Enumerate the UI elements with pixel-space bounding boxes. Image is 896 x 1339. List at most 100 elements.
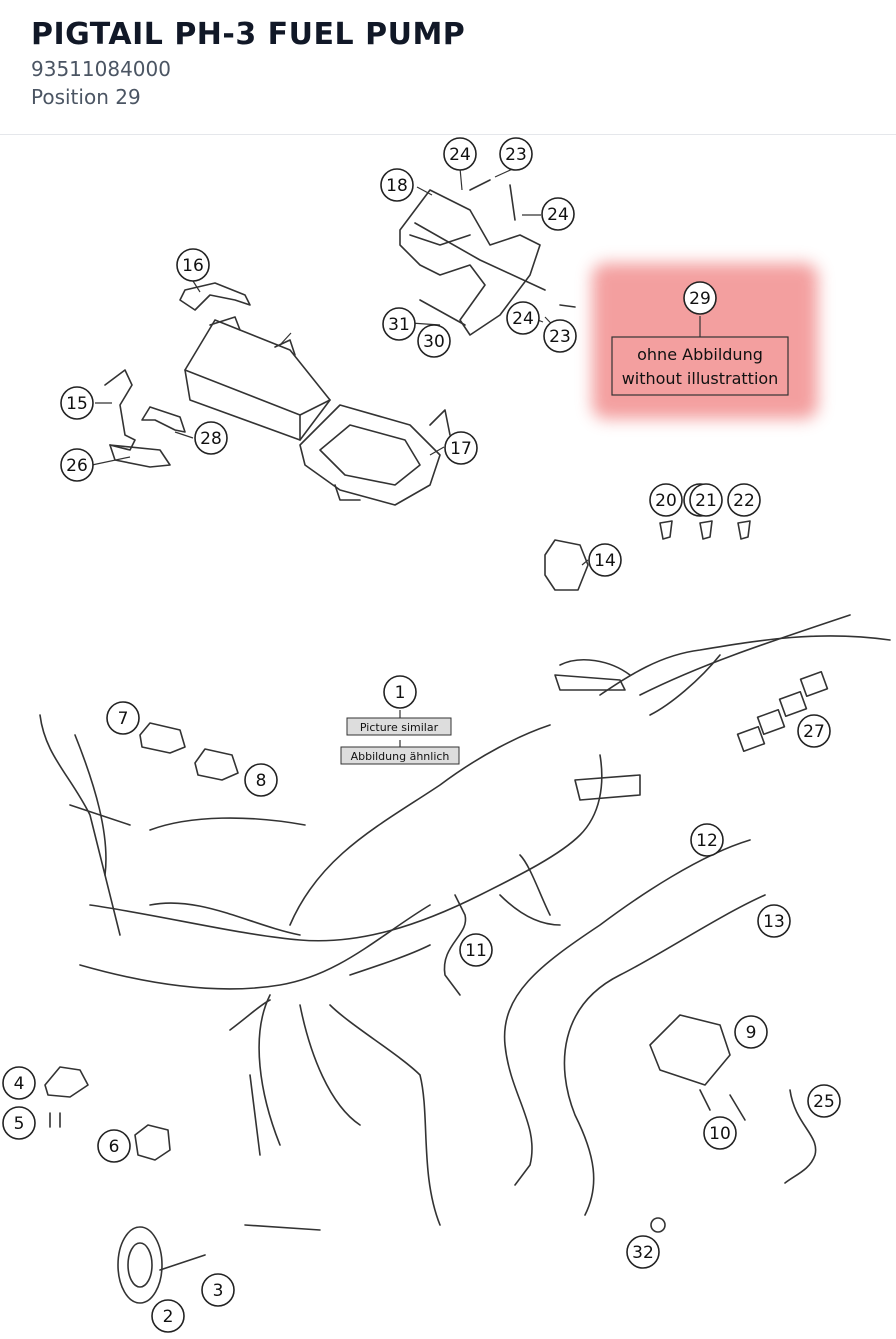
callout-6-label: 6 xyxy=(109,1137,120,1157)
part-26-plate xyxy=(109,444,171,468)
callout-21-circle[interactable] xyxy=(689,483,723,517)
part-5-screws xyxy=(49,1112,61,1128)
callout-23-circle[interactable] xyxy=(543,319,577,353)
position-label: Position 29 xyxy=(31,85,141,109)
part-number: 93511084000 xyxy=(31,57,171,81)
callout-25-circle[interactable] xyxy=(807,1084,841,1118)
callout-29-label: 29 xyxy=(689,289,711,309)
callout-27-label: 27 xyxy=(803,722,825,742)
note-1-line2: Abbildung ähnlich xyxy=(351,750,450,763)
callout-8-circle[interactable] xyxy=(244,763,278,797)
callout-7-circle[interactable] xyxy=(106,701,140,735)
part-4-bracket xyxy=(44,1066,89,1098)
part-19-battery xyxy=(184,316,331,441)
callout-10-label: 10 xyxy=(709,1124,731,1144)
callout-10-circle[interactable] xyxy=(703,1116,737,1150)
callout-26-label: 26 xyxy=(66,456,88,476)
part-2-horn xyxy=(117,1226,163,1304)
callout-24-circle[interactable] xyxy=(506,301,540,335)
part-9-regulator xyxy=(649,1014,731,1086)
note-29-line2: without illustrattion xyxy=(622,369,779,388)
callout-24-label: 24 xyxy=(547,205,569,225)
part-11-lead xyxy=(443,894,467,996)
callout-14-label: 14 xyxy=(594,551,616,571)
callout-17-label: 17 xyxy=(450,439,472,459)
callout-8-label: 8 xyxy=(256,771,267,791)
part-17-battery-tray xyxy=(299,404,451,506)
callout-9-label: 9 xyxy=(746,1023,757,1043)
callout-28-circle[interactable] xyxy=(194,421,228,455)
callout-15-circle[interactable] xyxy=(60,386,94,420)
highlight-position-29[interactable] xyxy=(592,263,818,419)
callout-20-label: 20 xyxy=(655,491,677,511)
callout-2-label: 2 xyxy=(163,1307,174,1327)
callout-32-circle[interactable] xyxy=(626,1235,660,1269)
callout-24-circle[interactable] xyxy=(443,137,477,171)
callout-24-circle[interactable] xyxy=(541,197,575,231)
part-6-relay xyxy=(134,1124,171,1161)
callout-16-label: 16 xyxy=(182,256,204,276)
part-28-handle xyxy=(141,406,186,433)
exploded-parts-diagram: Picture similar Abbildung ähnlich ohne A… xyxy=(0,135,896,1335)
part-13-cable xyxy=(563,894,766,1216)
note-picture-similar: Picture similar Abbildung ähnlich xyxy=(340,717,460,765)
callout-30-circle[interactable] xyxy=(417,324,451,358)
callout-1-circle[interactable] xyxy=(383,675,417,709)
callout-4-circle[interactable] xyxy=(2,1066,36,1100)
note-without-illustration: ohne Abbildung without illustrattion xyxy=(611,336,789,396)
part-18-bracket xyxy=(399,179,576,336)
part-7-connector xyxy=(139,722,186,754)
callout-5-label: 5 xyxy=(14,1114,25,1134)
callout-9-circle[interactable] xyxy=(734,1015,768,1049)
part-32-nut xyxy=(650,1217,666,1233)
part-22-fuse xyxy=(737,520,751,540)
part-20-fuse xyxy=(659,520,673,540)
part-14-relay xyxy=(544,539,589,591)
callout-24-label: 24 xyxy=(449,145,471,165)
note-29-line1: ohne Abbildung xyxy=(637,345,763,364)
wiring-harness-diagram: Picture similar Abbildung ähnlich ohne A… xyxy=(2,137,891,1333)
callout-13-label: 13 xyxy=(763,912,785,932)
callout-4-label: 4 xyxy=(14,1074,25,1094)
part-1-main-harness xyxy=(39,614,891,1231)
callout-15-label: 15 xyxy=(66,394,88,414)
callout-21-label: 21 xyxy=(695,491,717,511)
callout-labels: 1234567891011121314151617181920212223232… xyxy=(2,137,841,1333)
part-10-screws xyxy=(699,1089,746,1121)
callout-31-label: 31 xyxy=(388,315,410,335)
callout-20-circle[interactable] xyxy=(649,483,683,517)
callout-18-label: 18 xyxy=(386,176,408,196)
page-title: PIGTAIL PH-3 FUEL PUMP xyxy=(31,17,466,52)
callout-28-label: 28 xyxy=(200,429,222,449)
callout-12-circle[interactable] xyxy=(690,823,724,857)
callout-6-circle[interactable] xyxy=(97,1129,131,1163)
callout-27-circle[interactable] xyxy=(797,714,831,748)
part-27-connectors xyxy=(736,670,829,753)
callout-14-circle[interactable] xyxy=(588,543,622,577)
callout-3-circle[interactable] xyxy=(201,1273,235,1307)
callout-2-circle[interactable] xyxy=(151,1299,185,1333)
callout-5-circle[interactable] xyxy=(2,1106,36,1140)
callout-16-circle[interactable] xyxy=(176,248,210,282)
callout-29-circle[interactable] xyxy=(683,281,717,315)
callout-13-circle[interactable] xyxy=(757,904,791,938)
callout-7-label: 7 xyxy=(118,709,129,729)
callout-17-circle[interactable] xyxy=(444,431,478,465)
callout-25-label: 25 xyxy=(813,1092,835,1112)
callout-32-label: 32 xyxy=(632,1243,654,1263)
callout-18-circle[interactable] xyxy=(380,168,414,202)
callout-30-label: 30 xyxy=(423,332,445,352)
callout-12-label: 12 xyxy=(696,831,718,851)
callout-31-circle[interactable] xyxy=(382,307,416,341)
callout-11-circle[interactable] xyxy=(459,933,493,967)
callout-23-label: 23 xyxy=(505,145,527,165)
callout-22-circle[interactable] xyxy=(727,483,761,517)
part-25-sensor xyxy=(784,1089,817,1184)
callout-23-circle[interactable] xyxy=(499,137,533,171)
callout-23-label: 23 xyxy=(549,327,571,347)
callout-24-label: 24 xyxy=(512,309,534,329)
part-16-clip xyxy=(179,282,251,311)
part-3-screw xyxy=(159,1254,206,1271)
part-12-cable xyxy=(503,839,751,1186)
callout-26-circle[interactable] xyxy=(60,448,94,482)
